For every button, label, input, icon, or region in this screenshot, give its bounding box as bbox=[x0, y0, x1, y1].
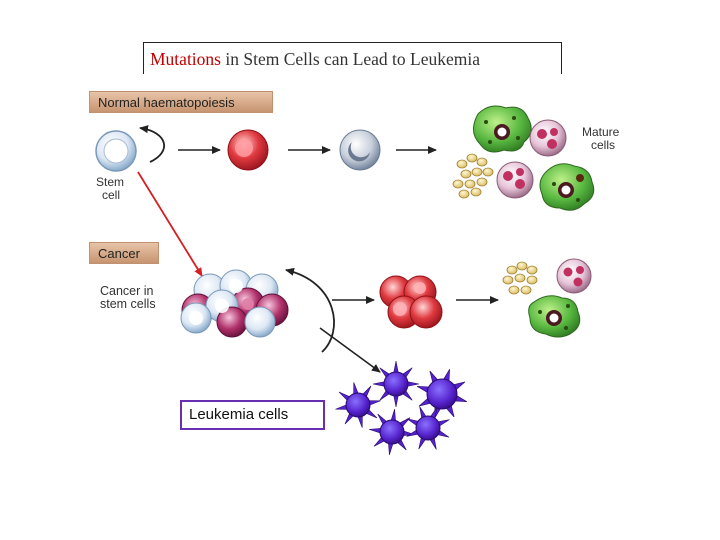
mature-cells-caption: Mature cells bbox=[582, 126, 619, 152]
stem-cell bbox=[95, 130, 137, 172]
leukemia-cell-cluster bbox=[335, 360, 467, 455]
stem-caption-line1: Stem bbox=[96, 175, 125, 189]
title-highlight: Mutations bbox=[150, 49, 221, 69]
cancer-mature-cells bbox=[502, 258, 592, 338]
self-renewal-arrow bbox=[139, 125, 165, 163]
leukemia-cell bbox=[372, 360, 420, 408]
gray-precursor-cell bbox=[339, 129, 381, 171]
mature-cells-cluster bbox=[452, 105, 595, 211]
slide-title: Mutations in Stem Cells can Lead to Leuk… bbox=[143, 42, 562, 74]
cancer-stem-cells-caption: Cancer in stem cells bbox=[100, 285, 156, 311]
cancer-stem-caption-line1: Cancer in bbox=[100, 284, 154, 298]
cancer-label: Cancer bbox=[89, 242, 159, 264]
arrow-to-leukemia bbox=[319, 327, 381, 373]
cancer-red-progenitors bbox=[379, 275, 443, 329]
cancer-stem-cell-cluster bbox=[180, 269, 289, 338]
stem-caption-line2: cell bbox=[102, 188, 121, 202]
mutation-arrow bbox=[137, 171, 203, 277]
leukemia-cell bbox=[417, 369, 467, 419]
leukemia-cell bbox=[406, 406, 450, 450]
normal-haematopoiesis-label: Normal haematopoiesis bbox=[89, 91, 273, 113]
red-progenitor-cell bbox=[227, 129, 269, 171]
leukemia-cell bbox=[369, 409, 415, 455]
cancer-stem-caption-line2: stem cells bbox=[100, 297, 156, 311]
leukemia-cells-label: Leukemia cells bbox=[180, 400, 325, 430]
cancer-self-renewal-arrow bbox=[285, 267, 335, 353]
stem-cell-caption: Stem cell bbox=[96, 176, 124, 202]
mature-caption-line2: cells bbox=[591, 138, 616, 152]
mature-caption-line1: Mature bbox=[582, 125, 620, 139]
title-rest: in Stem Cells can Lead to Leukemia bbox=[220, 49, 481, 69]
leukemia-cell bbox=[335, 382, 381, 428]
